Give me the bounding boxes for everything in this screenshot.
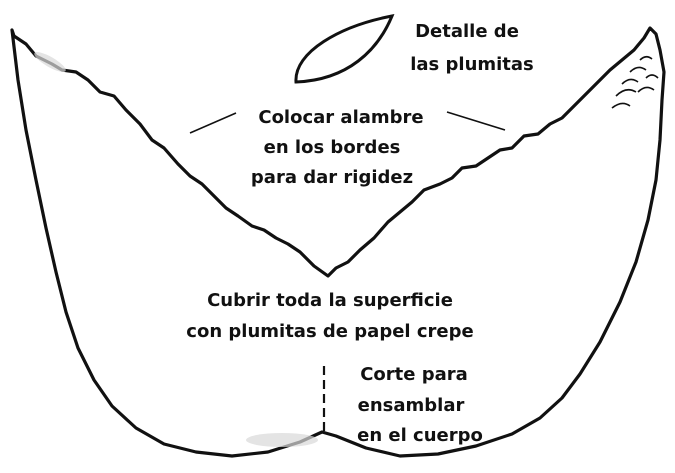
feather-pattern <box>611 55 659 109</box>
wire-note-label: Colocar alambre en los bordes para dar r… <box>251 107 424 188</box>
cut-note-line-1: Corte para <box>360 364 468 385</box>
cover-note-label: Cubrir toda la superficie con plumitas d… <box>186 290 473 342</box>
left-edge-shade <box>34 52 66 72</box>
wire-note-line-2: en los bordes <box>264 137 401 158</box>
feather-detail-line-1: Detalle de <box>415 21 519 42</box>
wing-outline <box>10 26 666 458</box>
cover-note-line-1: Cubrir toda la superficie <box>207 290 453 311</box>
cut-note-line-2: ensamblar <box>358 395 465 416</box>
feather-detail-line-2: las plumitas <box>410 54 534 75</box>
feather-detail-icon <box>294 14 395 84</box>
cut-note-line-3: en el cuerpo <box>357 425 483 446</box>
wire-leader-right <box>446 111 506 131</box>
wire-note-line-1: Colocar alambre <box>258 107 423 128</box>
feather-detail-label: Detalle de las plumitas <box>410 21 534 75</box>
cover-note-line-2: con plumitas de papel crepe <box>186 321 473 342</box>
bottom-shade-left <box>246 433 318 447</box>
cut-note-label: Corte para ensamblar en el cuerpo <box>357 364 483 446</box>
wire-leader-left <box>189 112 237 134</box>
wire-note-line-3: para dar rigidez <box>251 167 413 188</box>
